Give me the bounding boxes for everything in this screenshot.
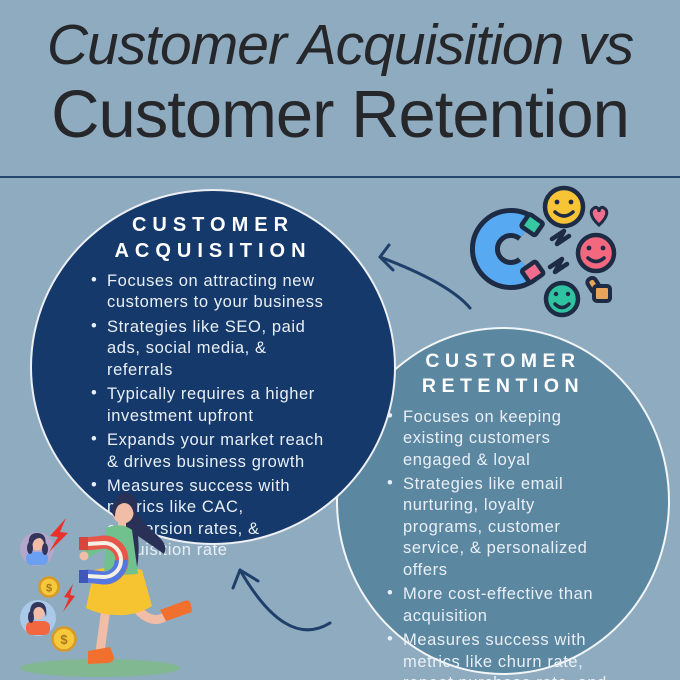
bullet-item: Strategies like email nurturing, loyalty… [386, 473, 618, 581]
retention-heading-line2: RETENTION [421, 375, 585, 398]
acquisition-heading: CUSTOMER ACQUISITION [32, 212, 394, 264]
zigzag-attraction-icon [549, 228, 572, 247]
retention-bullet-list: Focuses on keeping existing customers en… [386, 406, 618, 680]
acquisition-heading-line2: ACQUISITION [114, 240, 312, 262]
magnet-icon [470, 208, 546, 290]
smiley-face-yellow-icon [542, 185, 586, 229]
smiley-face-teal-icon [543, 280, 581, 318]
bullet-item: Expands your market reach & drives busin… [90, 429, 330, 473]
coin-icon: $ [38, 576, 60, 598]
svg-text:$: $ [60, 632, 68, 647]
bullet-item: Focuses on keeping existing customers en… [386, 406, 618, 471]
retention-circle: CUSTOMER RETENTION Focuses on keeping ex… [336, 327, 670, 680]
arrowhead-icon [231, 568, 260, 590]
customer-avatar-icon [20, 600, 56, 636]
shoe [88, 647, 114, 664]
shoe [160, 600, 192, 621]
retention-heading: CUSTOMER RETENTION [338, 349, 668, 400]
held-magnet-icon [79, 535, 129, 585]
coin-icon: $ [51, 626, 77, 652]
woman-with-magnet-illustration: $ $ [20, 492, 192, 677]
acquisition-bullet-list: Focuses on attracting new customers to y… [90, 270, 330, 562]
header-divider-line [0, 176, 680, 178]
magnet-attracting-customers-illustration [470, 185, 617, 318]
retention-heading-line1: CUSTOMER [425, 350, 581, 372]
bullet-item: Measures success with metrics like churn… [386, 629, 618, 680]
magnet-tip-pink [519, 259, 546, 285]
page-title-line1: Customer Acquisition vs [46, 13, 634, 77]
heart-icon [589, 205, 609, 227]
ground-shadow [20, 659, 180, 677]
magnet-tip-teal [519, 212, 545, 238]
curved-arrow-from-retention [231, 568, 332, 632]
acquisition-circle: CUSTOMER ACQUISITION Focuses on attracti… [30, 189, 396, 559]
lightning-icon [49, 518, 68, 552]
bullet-item: More cost-effective than acquisition [386, 583, 618, 627]
svg-text:$: $ [46, 583, 52, 595]
bullet-item: Typically requires a higher investment u… [90, 383, 330, 427]
customer-avatar-icon [20, 532, 54, 566]
acquisition-heading-line1: CUSTOMER [131, 214, 295, 236]
thumbs-up-icon [585, 275, 612, 303]
bullet-item: Strategies like SEO, paid ads, social me… [90, 316, 330, 381]
zigzag-attraction-icon [547, 256, 570, 275]
curved-arrow-to-acquisition [378, 243, 472, 310]
smiley-face-pink-icon [575, 232, 617, 274]
arrowhead-icon [378, 243, 395, 272]
lightning-icon [63, 584, 75, 612]
page-title-line2: Customer Retention [51, 77, 630, 152]
woman-figure [79, 492, 192, 664]
bullet-item: Focuses on attracting new customers to y… [90, 270, 330, 314]
